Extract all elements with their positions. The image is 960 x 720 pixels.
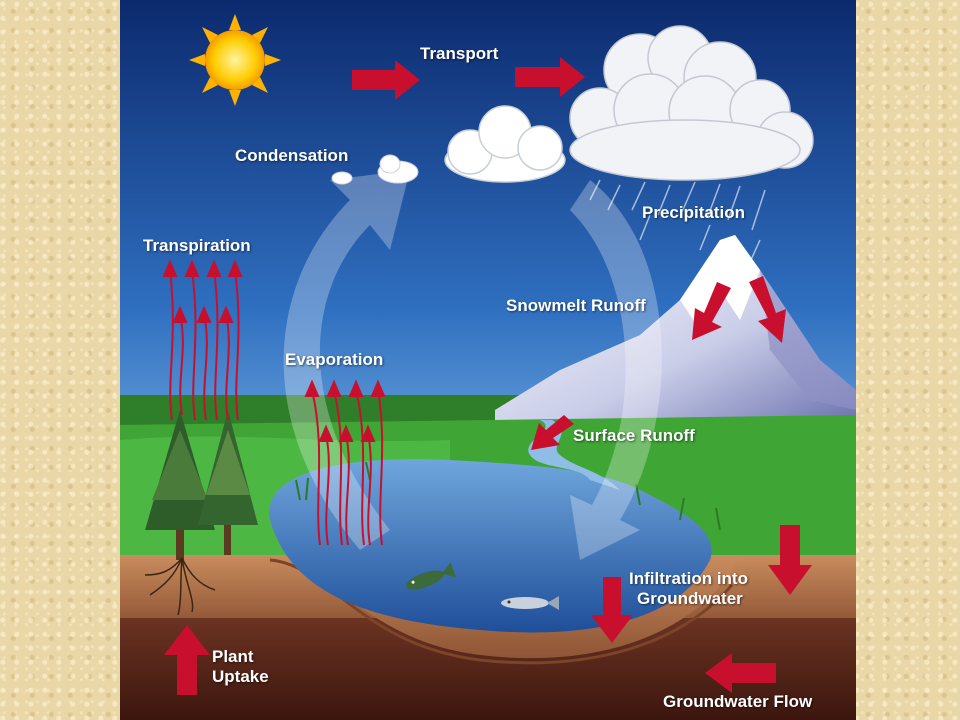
rain-streaks <box>589 179 766 263</box>
plant-uptake-arrow-icon <box>164 625 210 695</box>
transport-arrow-icon <box>352 57 585 100</box>
small-cloud-icon <box>331 154 419 185</box>
groundwater-flow-arrow-icon <box>705 653 776 693</box>
label-snowmelt-runoff: Snowmelt Runoff <box>506 296 646 315</box>
label-surface-runoff: Surface Runoff <box>573 426 695 445</box>
label-plant-uptake-line1: Plant <box>212 647 254 666</box>
label-condensation: Condensation <box>235 146 349 165</box>
label-infiltration-line2: Groundwater <box>637 589 743 608</box>
label-transport: Transport <box>420 44 499 63</box>
medium-cloud-icon <box>444 105 566 183</box>
label-plant-uptake-line2: Uptake <box>212 667 269 686</box>
evaporation-arrows <box>304 379 386 546</box>
label-groundwater-flow: Groundwater Flow <box>663 692 813 711</box>
label-evaporation: Evaporation <box>285 350 384 369</box>
tree-roots <box>144 557 216 616</box>
snowmelt-arrow-icon <box>692 276 786 343</box>
cycle-flow-arrow <box>283 170 662 560</box>
water-cycle-diagram: Transport Condensation Precipitation Tra… <box>120 0 856 720</box>
sun-icon <box>189 14 281 106</box>
water-cycle-illustration <box>120 0 856 720</box>
storm-cloud-icon <box>569 25 814 181</box>
label-infiltration: Infiltration into Groundwater <box>629 569 748 609</box>
tree-icon <box>145 410 258 560</box>
transpiration-arrows <box>162 259 243 421</box>
fish-icon <box>406 562 456 590</box>
fish-icon <box>501 596 559 610</box>
surface-runoff-arrow-icon <box>531 415 574 450</box>
reeds <box>295 461 721 531</box>
label-transpiration: Transpiration <box>143 236 251 255</box>
label-plant-uptake: Plant Uptake <box>212 647 269 687</box>
infiltration-arrow-icon <box>591 525 812 643</box>
mountain <box>495 235 856 420</box>
label-infiltration-line1: Infiltration into <box>629 569 748 588</box>
label-precipitation: Precipitation <box>642 203 745 222</box>
